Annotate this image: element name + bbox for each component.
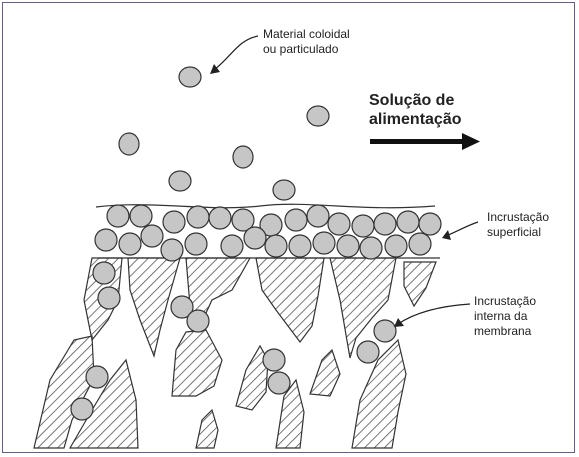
particle [169, 171, 191, 191]
arrowhead [394, 318, 404, 327]
membrane-fragment [236, 346, 268, 410]
particle [263, 349, 285, 371]
particle [179, 67, 201, 87]
particle [163, 211, 185, 233]
particle [161, 239, 183, 261]
particle [374, 320, 396, 342]
particle [71, 398, 93, 420]
particle [307, 106, 329, 126]
cake-layer-particles [95, 205, 441, 261]
particle [360, 237, 382, 259]
particle [285, 209, 307, 231]
internal-label-line1: Incrustação [474, 294, 536, 308]
membrane-fragment [172, 330, 222, 396]
arrow-internal [398, 304, 470, 324]
particle [95, 229, 117, 251]
particle [397, 211, 419, 233]
particle [307, 205, 329, 227]
internal-label-line2: interna da [474, 309, 528, 323]
membrane-fragment [256, 258, 324, 342]
particle [265, 235, 287, 257]
surface-label-line2: superficial [487, 225, 541, 239]
particle [385, 235, 407, 257]
particle [374, 213, 396, 235]
particle [352, 215, 374, 237]
particle [328, 213, 350, 235]
particle [107, 205, 129, 227]
internal-label-line3: membrana [474, 324, 532, 338]
membrane-fragment [310, 350, 340, 396]
particle [233, 146, 253, 168]
particle [86, 366, 108, 388]
particle [221, 235, 243, 257]
membrane-fragment [404, 262, 436, 306]
particle [289, 235, 311, 257]
arrow-colloidal [214, 36, 258, 70]
particle [244, 227, 266, 249]
particle [130, 205, 152, 227]
particle [409, 233, 431, 255]
particle [187, 310, 209, 332]
colloidal-label-line2: ou particulado [263, 42, 339, 56]
suspended-particles [119, 67, 329, 200]
particle [337, 235, 359, 257]
particle [185, 233, 207, 255]
feed-label-line2: alimentação [369, 111, 462, 128]
particle [141, 225, 163, 247]
surface-label-line1: Incrustação [487, 210, 549, 224]
particle [98, 287, 120, 309]
particle [419, 213, 441, 235]
feed-label-line1: Solução de [369, 92, 454, 109]
particle [273, 180, 295, 200]
particle [268, 372, 290, 394]
feed-flow-arrow [370, 133, 480, 150]
particle [119, 233, 141, 255]
colloidal-label-line1: Material coloidal [263, 27, 350, 41]
membrane-fragment [196, 410, 218, 448]
particle [209, 207, 231, 229]
particle [313, 232, 335, 254]
particle [93, 262, 115, 284]
arrow-surface [446, 222, 478, 236]
particle [119, 133, 139, 155]
particle [357, 341, 379, 363]
particle [187, 206, 209, 228]
